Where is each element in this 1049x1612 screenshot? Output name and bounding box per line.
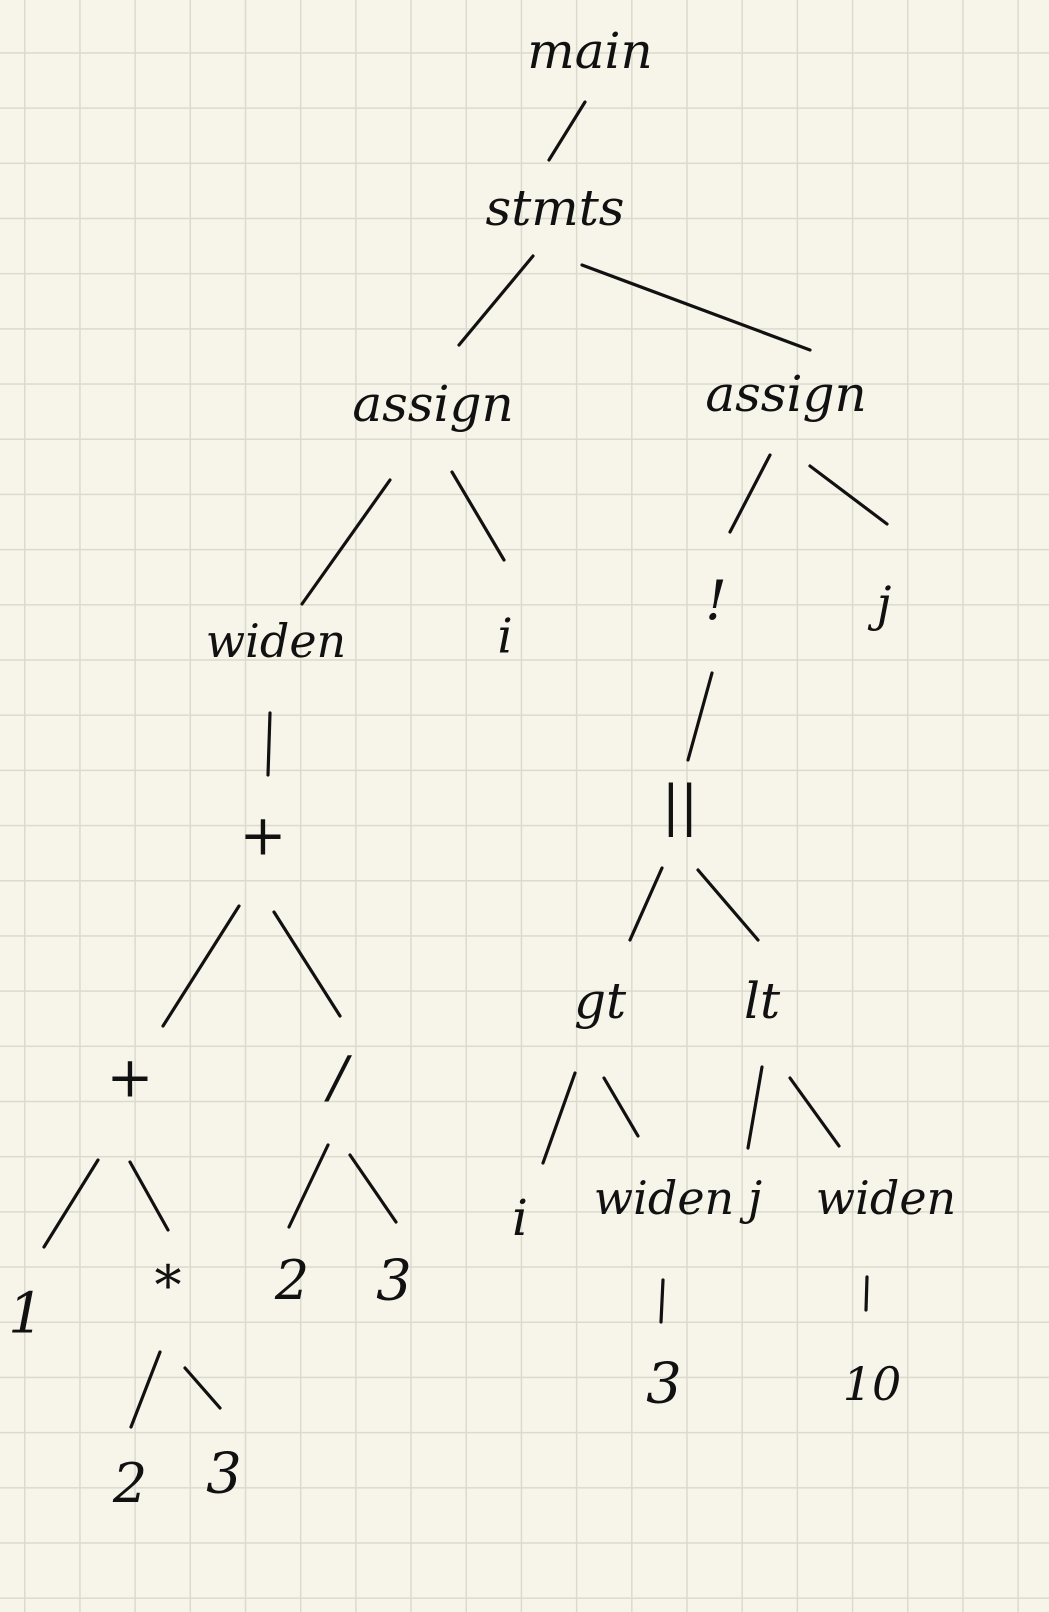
node-ten1: 10 [843,1357,902,1411]
node-widen1: widen [206,614,346,668]
edge-assign2-not1 [728,453,772,534]
node-widen2: widen [594,1171,734,1225]
node-not1: ! [705,569,727,632]
node-three1: 3 [376,1249,412,1314]
node-or1: || [662,774,698,837]
node-mul1: * [155,1254,182,1317]
edge-widen1-plus1 [266,711,272,777]
edge-plus1-div1 [272,910,342,1018]
node-three3: 3 [646,1352,682,1417]
edge-or1-lt1 [696,868,760,942]
node-two2: 2 [112,1452,147,1515]
edge-gt1-widen2 [602,1076,640,1138]
node-assign2: assign [705,365,866,423]
node-j2: j [739,1171,762,1225]
edge-assign1-i1 [450,470,506,562]
edge-main-stmts [547,100,587,162]
edge-stmts-assign2 [580,263,812,352]
edge-plus2-one1 [42,1158,100,1249]
edge-mul1-two2 [129,1350,162,1429]
edge-mul1-three2 [183,1366,222,1410]
edge-div1-two1 [287,1143,330,1229]
tree-edges [42,100,889,1429]
node-stmts: stmts [486,179,625,237]
node-div1: / [324,1046,353,1111]
node-widen3: widen [816,1171,956,1225]
node-lt1: lt [744,972,781,1030]
tree-nodes: main stmts assign assign widen i! j + || + / gt lt 1 *… [8,22,956,1515]
node-one1: 1 [8,1282,44,1347]
edge-stmts-assign1 [457,254,535,347]
edge-lt1-widen3 [788,1076,841,1148]
node-two1: 2 [274,1249,309,1312]
edge-or1-gt1 [628,866,664,942]
node-main: main [527,22,652,80]
edge-gt1-i2 [541,1071,577,1165]
edge-widen2-three3 [659,1278,665,1324]
node-three2: 3 [206,1442,242,1507]
node-i1: i [497,609,512,665]
node-j1: j [868,577,892,633]
edge-plus2-mul1 [128,1160,170,1232]
node-plus1: + [240,804,287,869]
edge-assign1-widen1 [300,478,392,606]
edge-assign2-j1 [808,464,889,526]
node-plus2: + [107,1046,154,1111]
node-assign1: assign [352,375,513,433]
edge-div1-three1 [348,1153,398,1224]
edge-widen3-ten1 [864,1275,869,1312]
edge-plus1-plus2 [161,904,241,1028]
node-i2: i [512,1189,528,1247]
edge-not1-or1 [686,671,714,762]
edge-lt1-j2 [746,1065,764,1150]
node-gt1: gt [574,972,627,1030]
